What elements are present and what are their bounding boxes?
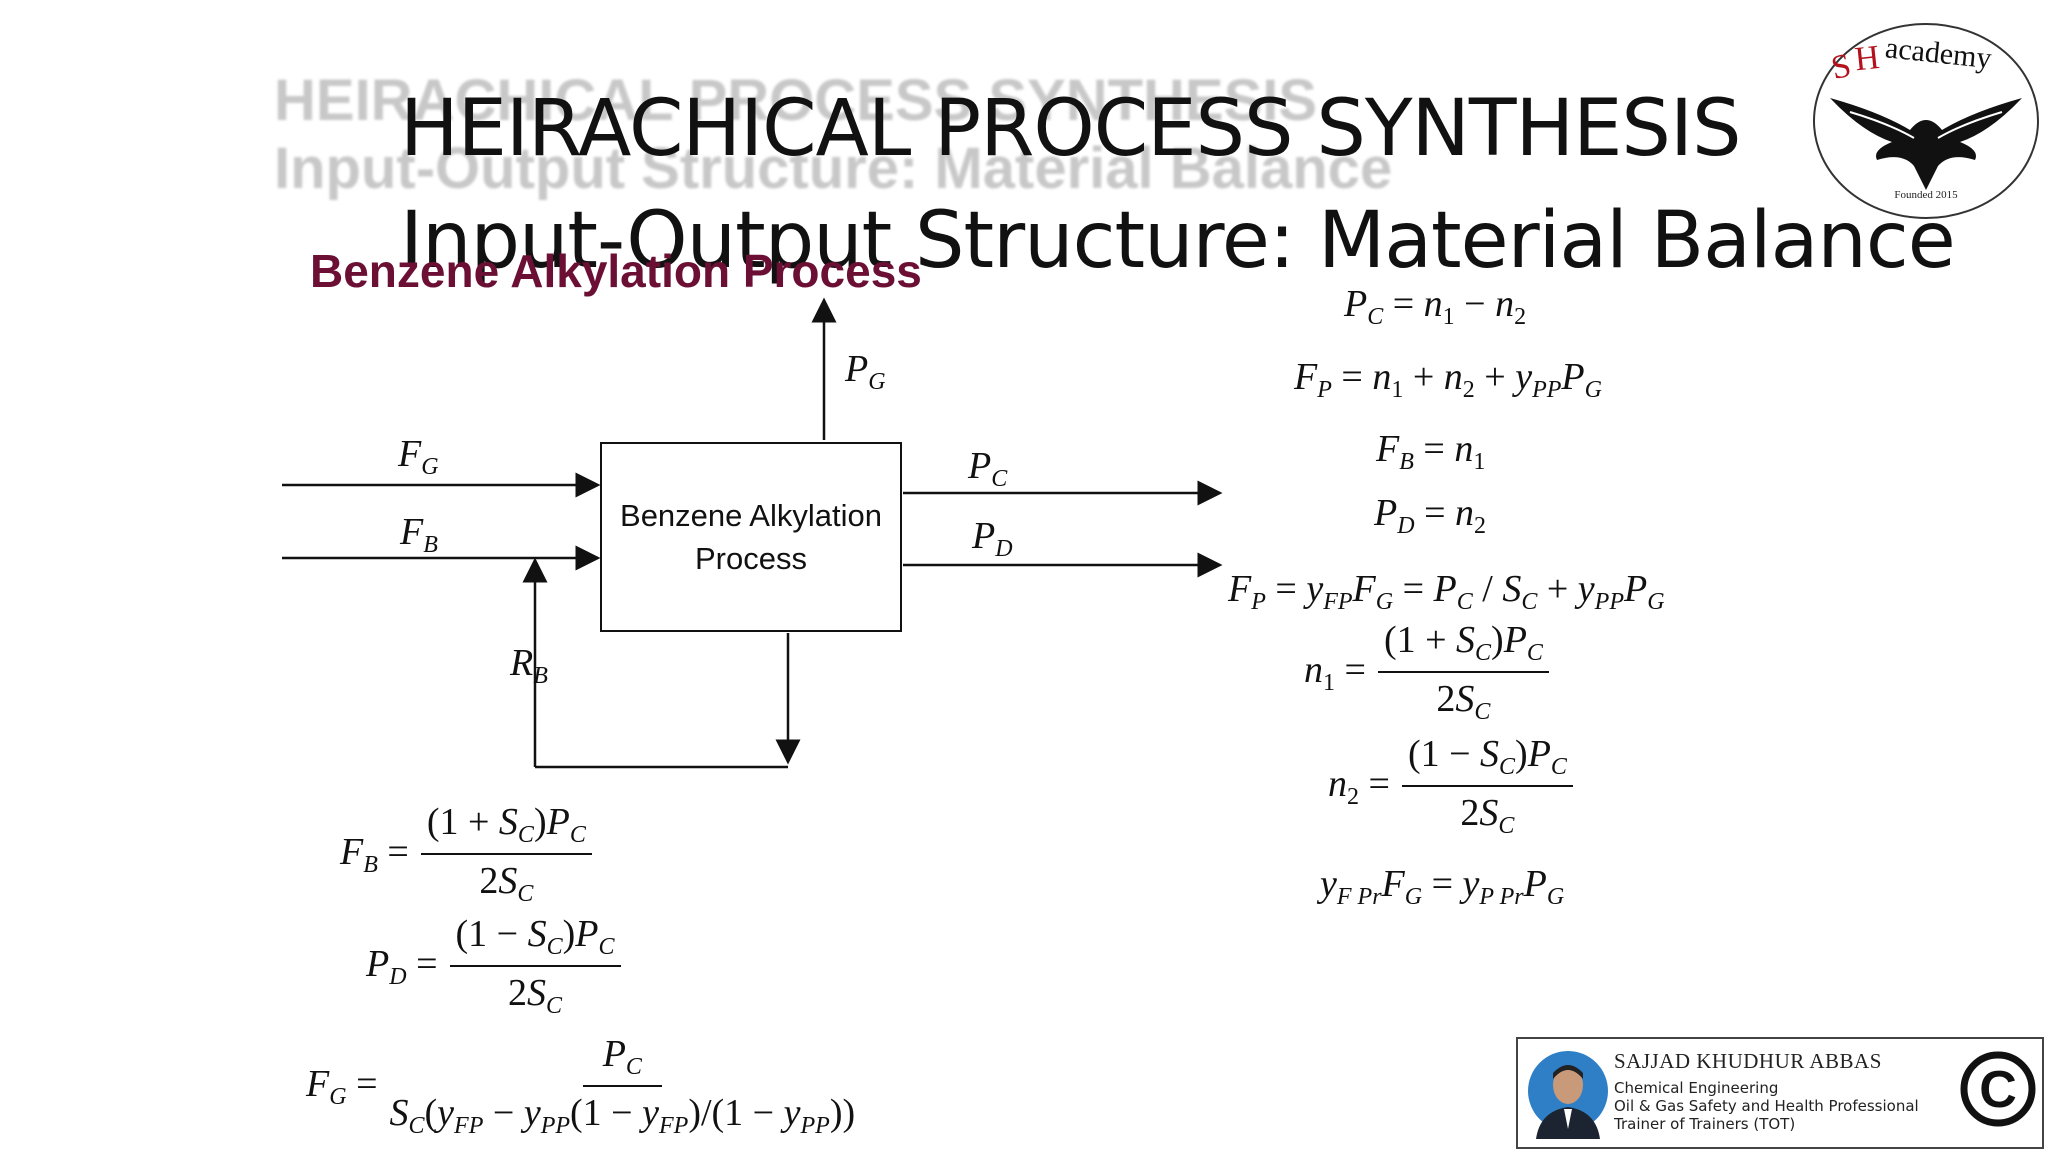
author-name: SAJJAD KHUDHUR ABBAS [1614, 1049, 1882, 1073]
slide-title-line2: Input-Output Structure: Material Balance [400, 196, 1956, 286]
subheading: Benzene Alkylation Process [310, 245, 922, 297]
label-pd: PD [972, 515, 1013, 562]
author-line3: Trainer of Trainers (TOT) [1614, 1115, 1796, 1133]
eq-pc: PC = n1 − n2 [1344, 283, 1527, 330]
process-box-line2: Process [695, 541, 807, 576]
label-pc: PC [968, 445, 1008, 492]
label-rb: RB [510, 642, 548, 689]
eq-fp-2: FP = yFPFG = PC / SC + yPPPG [1228, 568, 1665, 615]
author-line1: Chemical Engineering [1614, 1079, 1779, 1097]
shacademy-logo: S H academy Founded 2015 [1813, 23, 2039, 219]
svg-text:C: C [1979, 1061, 2017, 1119]
logo-founded: Founded 2015 [1894, 189, 1958, 201]
eq-pd-n2: PD = n2 [1374, 492, 1486, 539]
process-box-line1: Benzene Alkylation [620, 497, 882, 533]
author-avatar [1528, 1051, 1608, 1139]
label-fg: FG [398, 433, 439, 480]
label-pg: PG [845, 348, 886, 395]
author-card: SAJJAD KHUDHUR ABBAS Chemical Engineerin… [1516, 1037, 2044, 1149]
process-box: Benzene Alkylation Process [600, 442, 902, 632]
label-fb: FB [400, 511, 438, 558]
eq-propane: yF PrFG = yP PrPG [1320, 863, 1565, 910]
eq-fp-1: FP = n1 + n2 + yPPPG [1294, 356, 1602, 403]
slide-title-line1: HEIRACHICAL PROCESS SYNTHESIS [400, 84, 1741, 174]
eq-fb-n1: FB = n1 [1376, 428, 1486, 475]
svg-text:H: H [1853, 39, 1881, 78]
copyright-icon: C [1958, 1049, 2038, 1129]
author-line2: Oil & Gas Safety and Health Professional [1614, 1097, 1919, 1115]
ghost-title-line1: HEIRACHICAL PROCESS SYNTHESIS [274, 68, 1318, 133]
ghost-title-line2: Input-Output Structure: Material Balance [274, 136, 1393, 201]
